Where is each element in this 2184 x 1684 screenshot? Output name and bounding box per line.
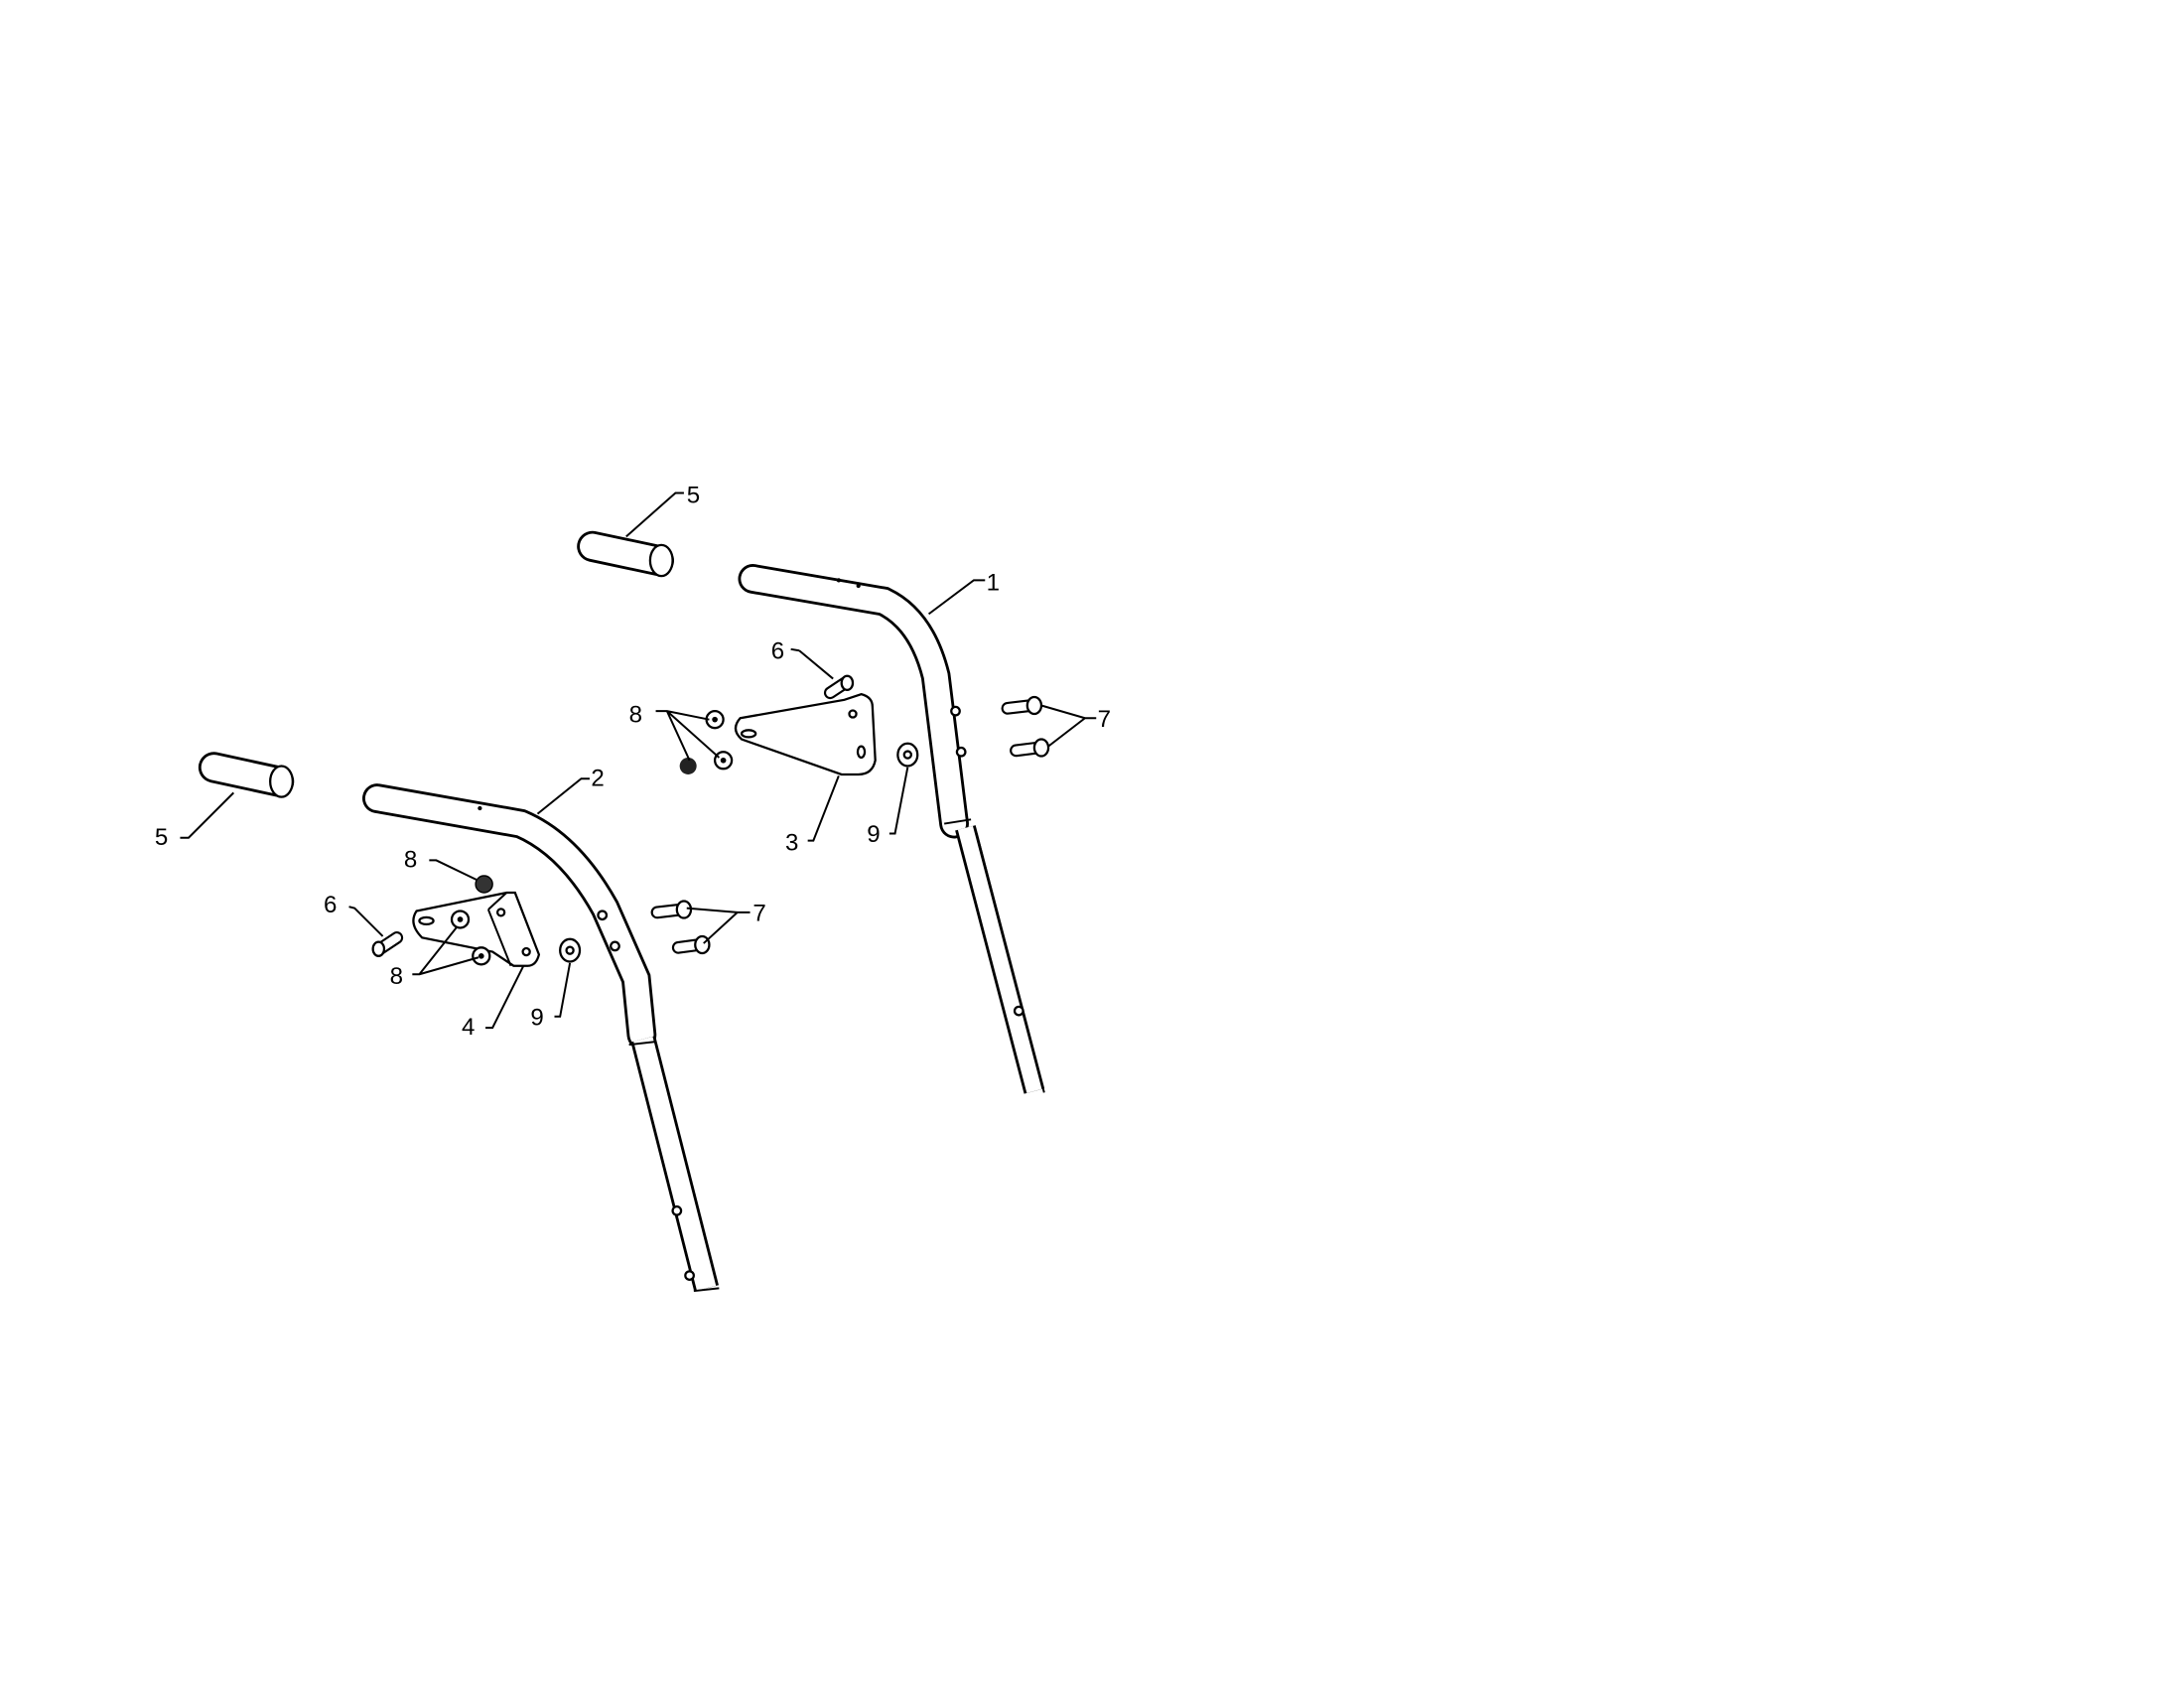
callout-3: 3 bbox=[785, 830, 798, 857]
washers-9 bbox=[559, 742, 919, 963]
callout-7-right: 7 bbox=[1098, 706, 1111, 733]
grip-top bbox=[577, 530, 674, 578]
bolt-6-top bbox=[823, 674, 855, 700]
callout-5-top: 5 bbox=[687, 482, 700, 508]
grip-left bbox=[198, 752, 295, 798]
leader-lines bbox=[180, 491, 1097, 1030]
callout-8-left-bottom: 8 bbox=[390, 963, 403, 990]
bracket-4 bbox=[412, 891, 541, 967]
callout-8-right: 8 bbox=[629, 702, 642, 729]
callout-9-left: 9 bbox=[530, 1004, 543, 1031]
bolt-6-left bbox=[371, 931, 404, 957]
callout-6-top: 6 bbox=[771, 638, 784, 665]
callout-7-left: 7 bbox=[752, 900, 765, 926]
handle-1 bbox=[738, 564, 1045, 1094]
callout-6-left: 6 bbox=[324, 892, 337, 918]
bracket-3 bbox=[734, 692, 877, 776]
callout-4: 4 bbox=[462, 1014, 475, 1041]
callout-9-right: 9 bbox=[867, 821, 880, 848]
nuts-8 bbox=[450, 710, 734, 966]
bolts-7-left bbox=[650, 900, 711, 955]
handle-2 bbox=[362, 783, 720, 1293]
callout-8-left-top: 8 bbox=[404, 847, 417, 874]
callout-2: 2 bbox=[591, 765, 604, 791]
callout-5-left: 5 bbox=[155, 824, 168, 851]
callout-1: 1 bbox=[987, 569, 1000, 596]
